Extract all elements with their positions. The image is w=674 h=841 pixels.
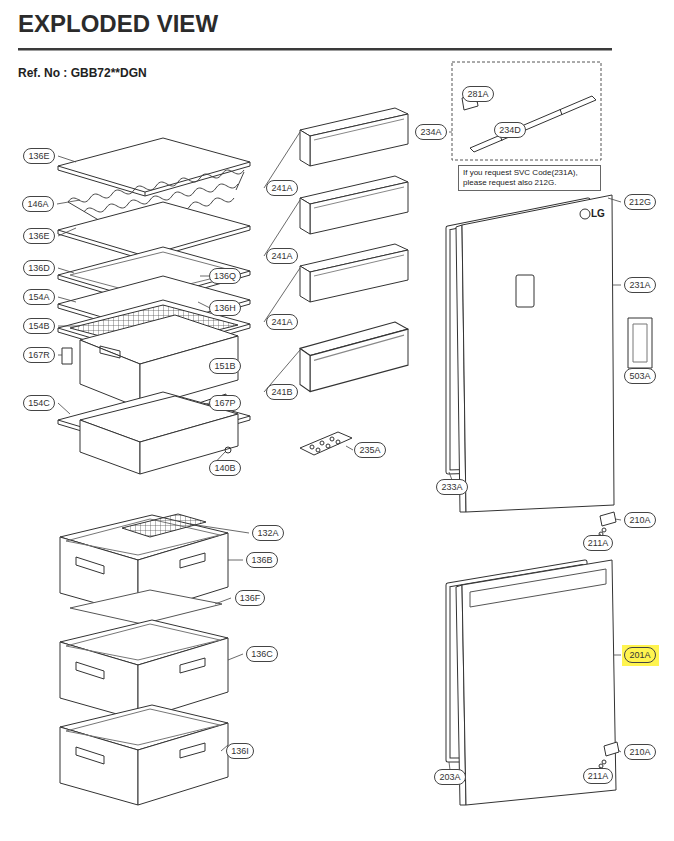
callout-number: 201A <box>624 647 655 663</box>
callout-number: 136B <box>246 552 277 568</box>
callout-number: 241A <box>266 248 297 264</box>
part-number: 503A <box>629 370 650 382</box>
callout-number: 136F <box>235 590 266 606</box>
part-number: 146A <box>27 198 48 210</box>
part-number: 136D <box>28 262 50 274</box>
page-title: EXPLODED VIEW <box>18 10 218 38</box>
callout-number: 241A <box>266 314 297 330</box>
part-number: 201A <box>629 649 650 661</box>
callout-number: 211A <box>583 768 613 784</box>
note-box: If you request SVC Code(231A), please re… <box>458 165 601 191</box>
part-number: 210A <box>629 746 650 758</box>
part-number: 136Q <box>214 270 236 282</box>
callout-number: 136Q <box>209 268 241 284</box>
part-number: 136H <box>214 302 236 314</box>
part-number: 203A <box>439 771 460 783</box>
part-number: If you request SVC Code(231A), please re… <box>463 168 596 188</box>
part-number: 231A <box>629 279 650 291</box>
callout-number: 281A <box>462 86 493 102</box>
part-number: 241A <box>271 182 292 194</box>
callout-number: 167P <box>209 395 240 411</box>
callout-number: 211A <box>583 535 613 551</box>
callout-number: 167R <box>23 347 55 363</box>
callout-number: 154C <box>23 395 55 411</box>
callout-number: 136C <box>246 646 278 662</box>
part-number: 281A <box>467 88 488 100</box>
part-number: 154B <box>28 320 49 332</box>
callout-number: 241B <box>266 384 297 400</box>
part-number: 136E <box>28 230 49 242</box>
callout-number: 146A <box>22 196 53 212</box>
callout-number: 234D <box>494 122 526 138</box>
callout-number: 136E <box>23 228 54 244</box>
part-number: 233A <box>441 481 462 493</box>
callout-number: 231A <box>624 277 655 293</box>
callout-number: 210A <box>624 512 655 528</box>
part-number: 167R <box>28 349 50 361</box>
callout-number: 132A <box>252 525 283 541</box>
callout-number: 234A <box>415 124 446 140</box>
part-number: 241B <box>271 386 292 398</box>
callout-number: 154A <box>23 289 54 305</box>
part-number: 235A <box>359 444 380 456</box>
callout-number: 241A <box>266 180 297 196</box>
part-number: 140B <box>214 462 235 474</box>
part-number: 211A <box>588 770 608 782</box>
part-number: 136F <box>240 592 261 604</box>
part-number: 136I <box>231 745 249 757</box>
part-number: 241A <box>271 250 292 262</box>
callout-number: 136E <box>23 148 54 164</box>
callout-number: 203A <box>434 769 465 785</box>
part-number: 136B <box>251 554 272 566</box>
reference-number: Ref. No : GBB72**DGN <box>18 66 147 80</box>
part-number: 136E <box>28 150 49 162</box>
callout-number: 235A <box>354 442 385 458</box>
part-number: 241A <box>271 316 292 328</box>
part-number: 234A <box>420 126 441 138</box>
callout-number: 503A <box>624 368 655 384</box>
callout-number: 212G <box>624 194 656 210</box>
callout-number: 140B <box>209 460 240 476</box>
part-number: 151B <box>214 360 235 372</box>
callout-number: 154B <box>23 318 54 334</box>
part-number: 167P <box>214 397 235 409</box>
callout-number: 136I <box>226 743 254 759</box>
callout-number: 136D <box>23 260 55 276</box>
part-number: 234D <box>499 124 521 136</box>
callout-number: 233A <box>436 479 467 495</box>
callout-number: 136H <box>209 300 241 316</box>
part-number: 210A <box>629 514 650 526</box>
callout-number: 210A <box>624 744 655 760</box>
callout-number: 151B <box>209 358 240 374</box>
part-number: 154A <box>28 291 49 303</box>
part-number: 136C <box>251 648 273 660</box>
part-number: 154C <box>28 397 50 409</box>
part-number: 211A <box>588 537 608 549</box>
part-number: 212G <box>629 196 651 208</box>
brand-logo: LG <box>591 208 605 219</box>
part-number: 132A <box>257 527 278 539</box>
